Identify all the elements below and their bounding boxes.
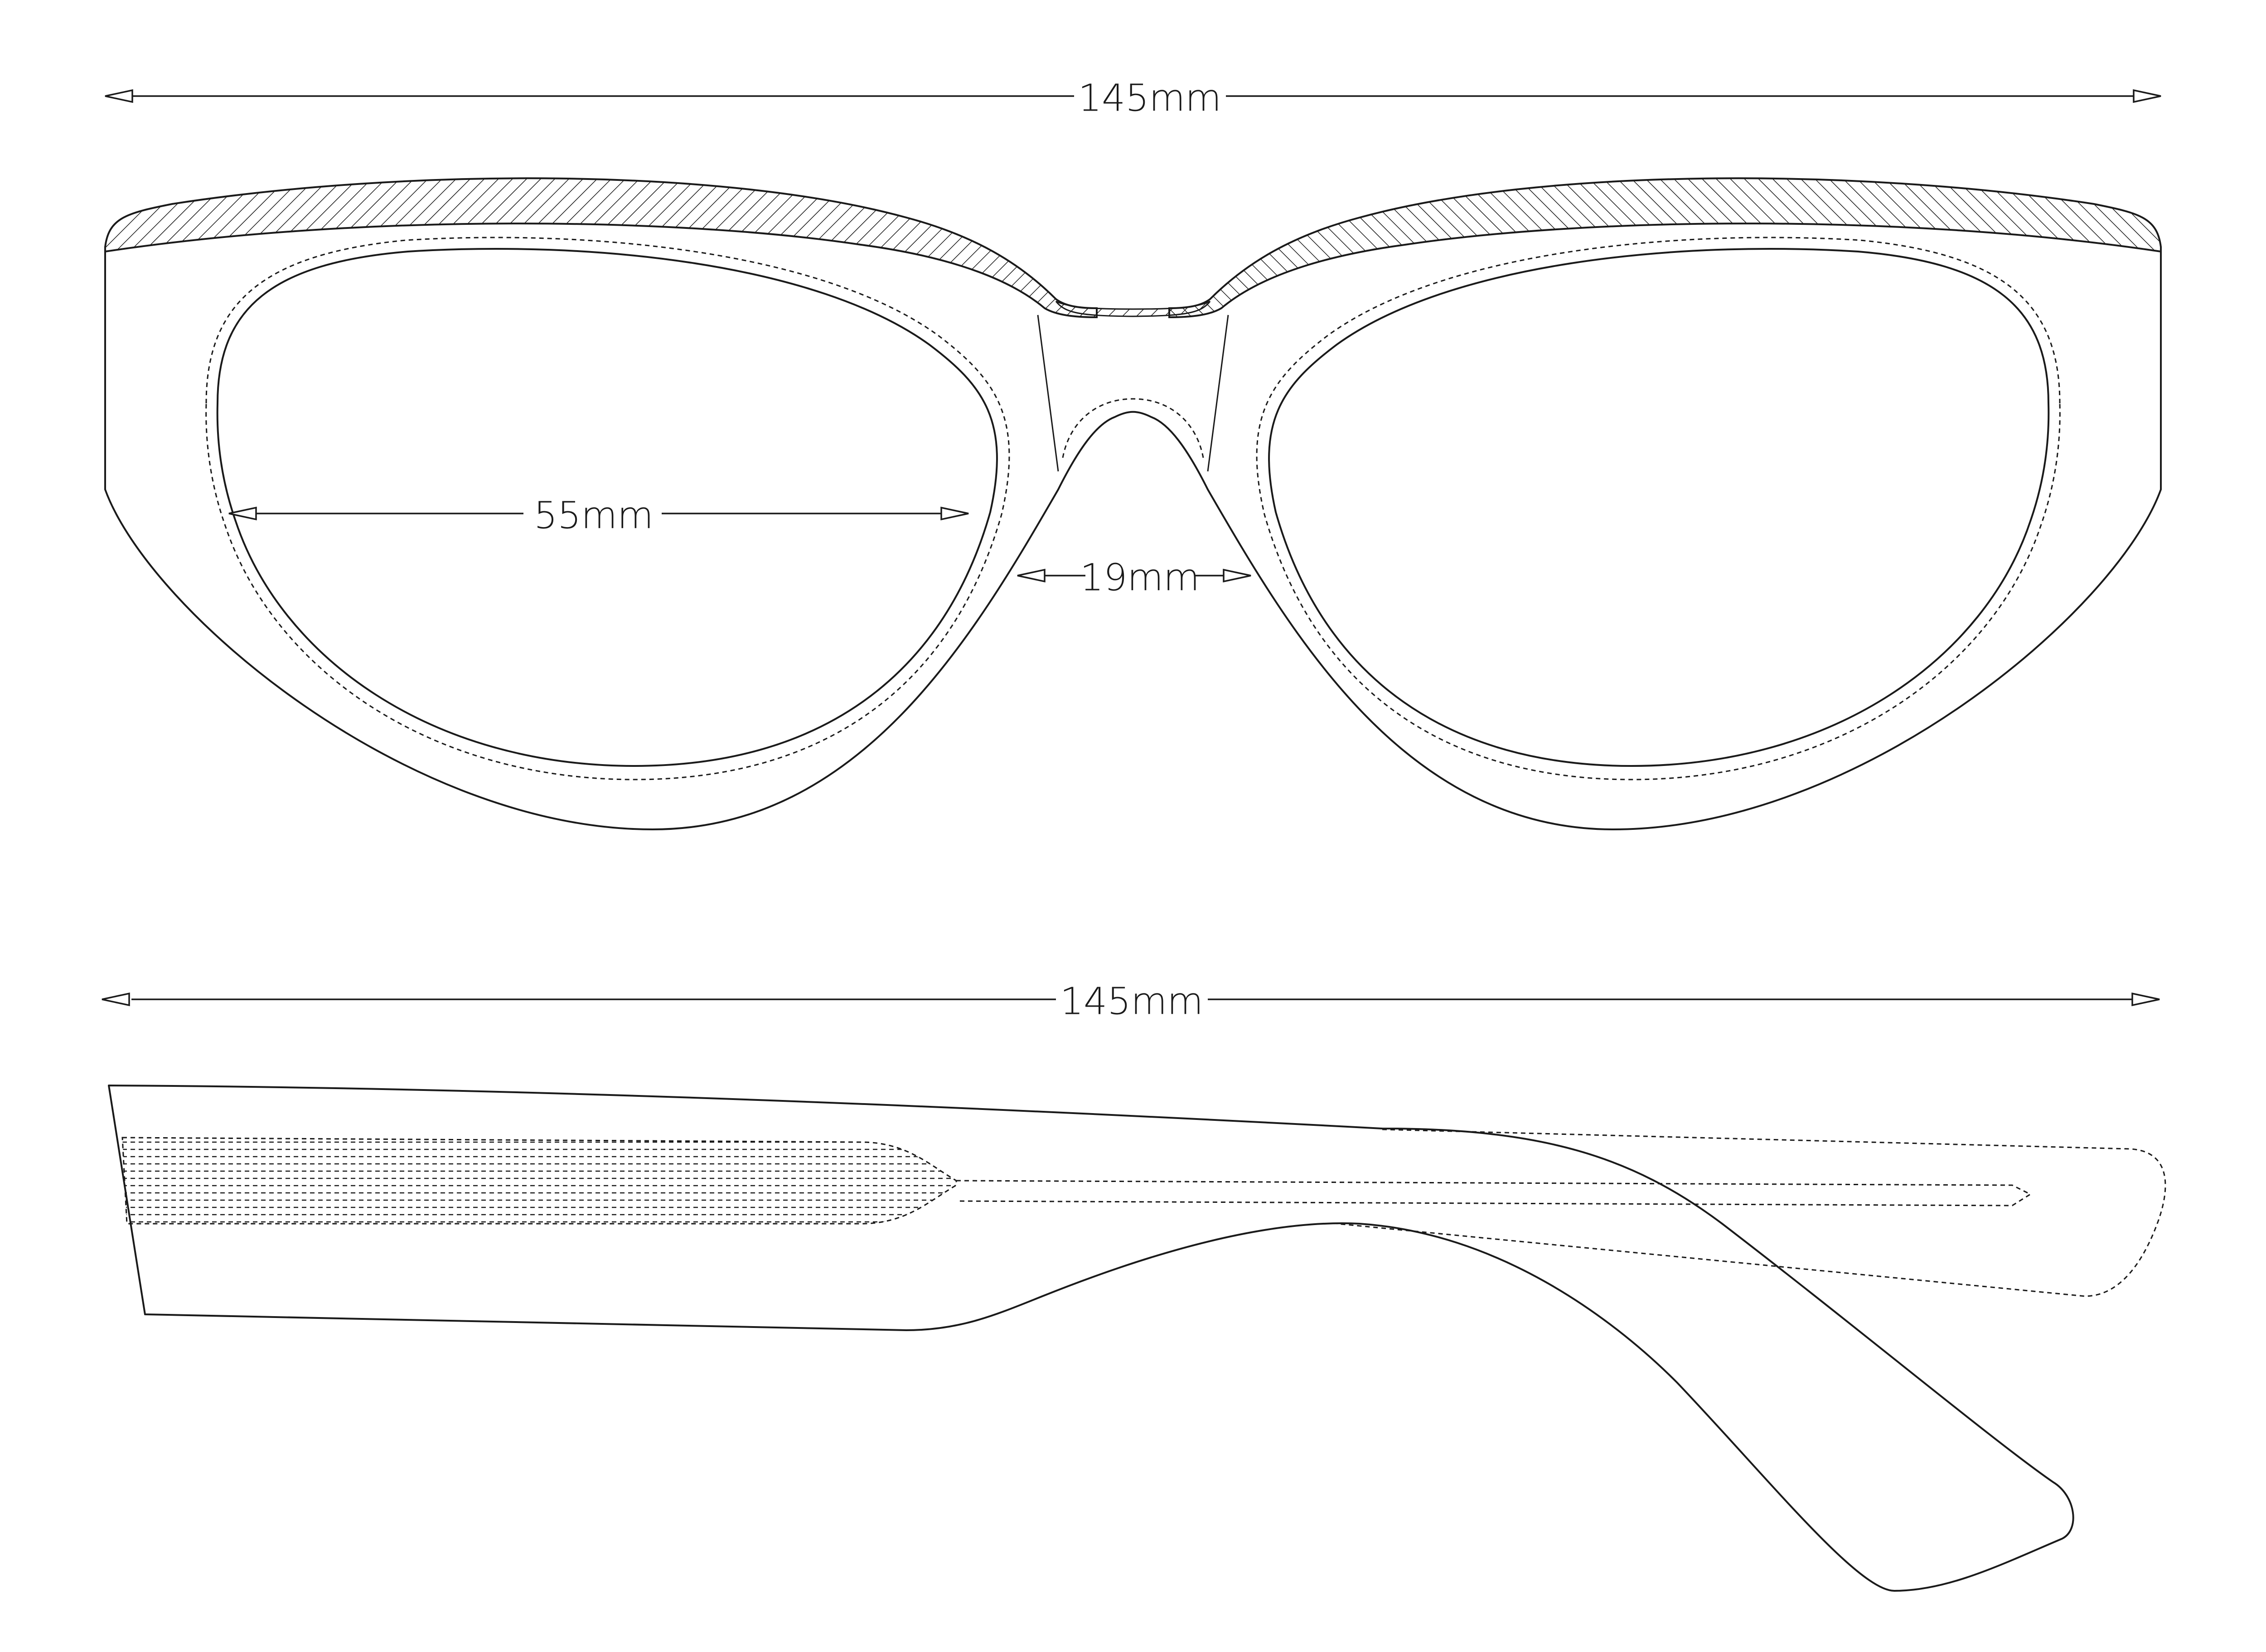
bridge-right-line <box>1207 315 1229 472</box>
brow-band-left <box>104 177 1098 319</box>
lens-width-dimension: 55mm <box>228 494 969 538</box>
frame-outline <box>104 246 2162 830</box>
brow-band-right <box>1168 177 2162 319</box>
core-wire-line <box>956 1180 2032 1206</box>
temple-arm-outline <box>108 1085 2074 1592</box>
temple-length-label: 145mm <box>1060 980 1203 1023</box>
front-width-label: 145mm <box>1078 77 1221 120</box>
bridge-width-label: 19mm <box>1080 557 1200 600</box>
temple-length-dimension: 145mm <box>102 980 2160 1023</box>
core-wire-region <box>121 1137 957 1225</box>
bridge-left-line <box>1037 315 1059 472</box>
left-lens-groove <box>205 237 1010 780</box>
left-lens-outline <box>216 248 998 767</box>
bridge-width-dimension: 19mm <box>1017 557 1251 600</box>
side-view <box>108 1085 2166 1592</box>
bridge-top-hatch <box>1055 300 1211 317</box>
front-view: 55mm 19mm <box>104 177 2162 830</box>
front-width-dimension: 145mm <box>105 77 2161 120</box>
nose-pad-outline <box>1062 398 1204 458</box>
lens-width-label: 55mm <box>534 494 654 538</box>
right-lens-groove <box>1256 237 2061 780</box>
temple-straight-ghost <box>1336 1129 2166 1297</box>
right-lens-outline <box>1268 248 2050 767</box>
